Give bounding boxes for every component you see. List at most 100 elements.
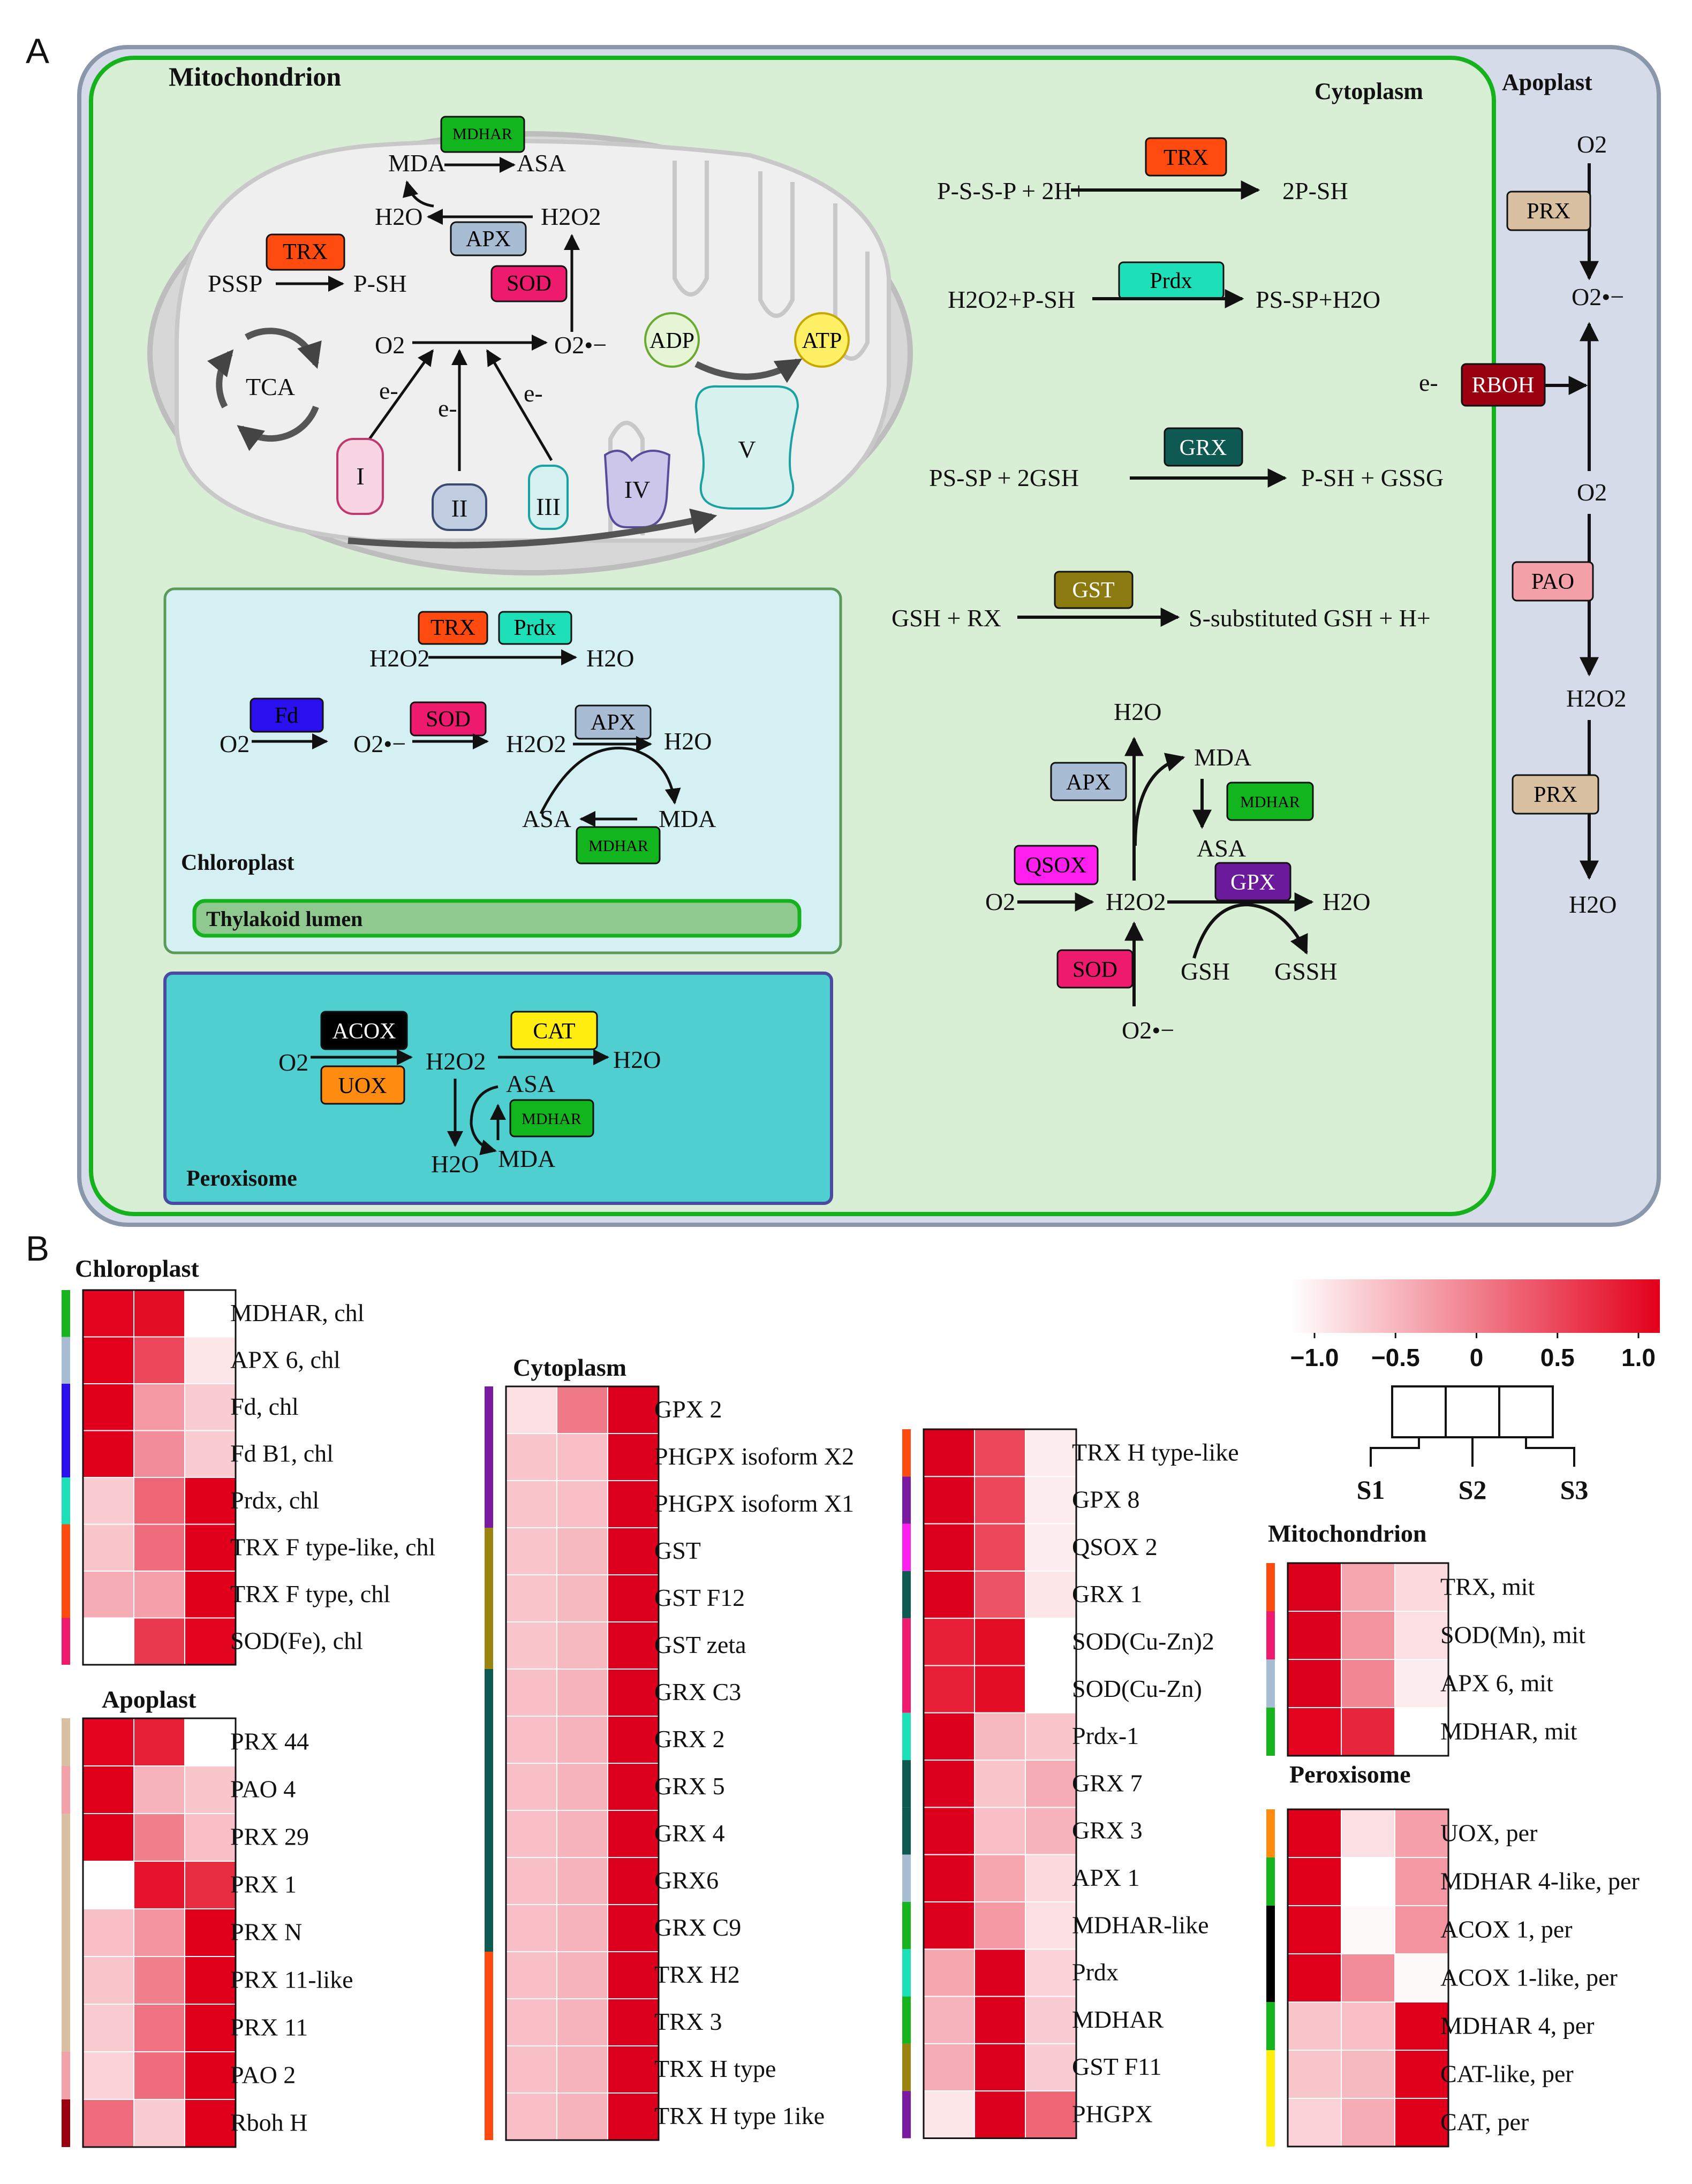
row-group-color-bar [485,1999,493,2046]
row-group-color-bar [62,1766,70,1814]
row-group-color-bar [62,1477,70,1525]
cyto-o2rad: O2•− [1122,1017,1174,1044]
heatmap-row-label: TRX, mit [1440,1573,1535,1600]
heatmap-cell [133,1765,185,1814]
heatmap-row-label: TRX H type-like [1072,1438,1239,1466]
colorbar-tick-label: 0.5 [1540,1344,1575,1371]
row-group-color-bar [485,1905,493,1952]
chl-o2: O2 [220,730,250,757]
heatmap-cell [923,1996,975,2044]
row-group-color-bar [62,2004,70,2052]
mito-trx-label: TRX [283,240,328,264]
heatmap-row-label: Fd B1, chl [230,1439,334,1467]
mito-mdhar-label: MDHAR [452,125,512,143]
heatmap-row-label: GRX 3 [1072,1817,1143,1844]
per-mdhar-label: MDHAR [522,1110,581,1128]
heatmap-cell [505,1574,557,1622]
heatmap-cell [505,1716,557,1764]
per-cat-label: CAT [533,1019,575,1044]
heatmap-row-label: GPX 2 [654,1396,722,1423]
row-group-color-bar [485,1434,493,1481]
heatmap-cell [82,1523,134,1572]
heatmap-cell [133,1617,185,1665]
row-group-color-bar [902,1665,911,1713]
row-group-color-bar [485,1952,493,1999]
cyto-gsh: GSH [1181,958,1230,985]
row-group-color-bar [902,1476,911,1524]
heatmap-cell [974,1854,1026,1902]
heatmap-row-label: QSOX 2 [1072,1533,1158,1560]
row-group-color-bar [1266,1611,1275,1659]
chl-apx-label: APX [591,710,636,735]
row-group-color-bar [485,2093,493,2140]
row-group-color-bar [1266,1954,1275,2002]
panel-a-label: A [26,31,49,71]
heatmap-row-label: ACOX 1-like, per [1440,1963,1618,1991]
heatmap-row-label: GRX 2 [654,1725,725,1753]
heatmap-row-label: PAO 2 [230,2061,296,2089]
row-group-color-bar [1266,1906,1275,1954]
cyto-asa: ASA [1197,835,1246,862]
chl-mda: MDA [659,805,716,832]
cyto-r1-right: 2P-SH [1282,177,1348,204]
heatmap-block-title: Apoplast [102,1686,197,1713]
heatmap-row-label: PHGPX isoform X1 [654,1490,854,1517]
heatmap-cell [184,1617,236,1665]
mitochondrion-title: Mitochondrion [169,62,341,92]
heatmap-row-label: GRX 7 [1072,1769,1143,1796]
heatmap-cell [505,1669,557,1717]
heatmap-cell [974,1665,1026,1713]
apo-h2o2: H2O2 [1566,685,1626,712]
heatmap-cell [556,1480,608,1528]
heatmap-cell [133,2099,185,2148]
cyto-gssh: GSSH [1274,958,1338,985]
mito-psh: P-SH [353,270,407,297]
heatmap-row-label: MDHAR 4-like, per [1440,1867,1640,1894]
cyto-h2o2: H2O2 [1106,888,1166,915]
row-group-color-bar [62,1430,70,1477]
heatmap-cell [1341,2050,1395,2099]
sample-legend: S1 S2 S3 [1357,1385,1588,1505]
heatmap-row-label: GRX C3 [654,1678,741,1705]
adp-label: ADP [649,329,694,353]
heatmap-cell [923,1760,975,1808]
heatmap-cell [82,1813,134,1862]
heatmap-cell [82,1718,134,1766]
heatmap-row-label: Fd, chl [230,1393,299,1420]
mito-e1: e- [379,377,398,404]
cyto-r4-enzyme: GST [1072,578,1114,603]
heatmap-cell [1287,1857,1342,1906]
heatmap-cell [607,1810,659,1858]
heatmap-cell [923,1854,975,1902]
chloroplast-box: Thylakoid lumen Chloroplast TRX Prdx H2O… [163,587,842,954]
cyto-r3-left: PS-SP + 2GSH [929,464,1079,491]
thylakoid-title: Thylakoid lumen [206,907,362,931]
heatmap-cell [82,1383,134,1431]
heatmap-cell [1394,1611,1449,1660]
heatmap-row-label: PRX 11 [230,2014,308,2041]
apo-o2-mid: O2 [1577,479,1607,506]
heatmap-row-label: MDHAR, chl [230,1299,364,1326]
row-group-color-bar [902,1429,911,1477]
heatmap-row-label: CAT-like, per [1440,2060,1574,2087]
cyto-mdhar-label: MDHAR [1240,793,1300,811]
heatmap-frame [1287,1562,1449,1757]
heatmap-cell [556,1810,608,1858]
row-group-color-bar [1266,2098,1275,2147]
cyto-gpx-label: GPX [1230,870,1275,895]
mito-mda: MDA [388,149,445,177]
heatmap-cell [923,1429,975,1477]
colorbar-tick-label: 1.0 [1621,1344,1656,1371]
heatmap-row-label: GST [654,1537,701,1564]
heatmap-block-title: Peroxisome [1289,1761,1411,1788]
heatmap-cell [1394,1953,1449,2003]
heatmap-cell [607,1480,659,1528]
heatmap-cell [556,1857,608,1905]
cyto-r1-left: P-S-S-P + 2H+ [937,177,1086,204]
per-acox-label: ACOX [332,1019,396,1044]
apoplast-title: Apoplast [1502,69,1592,95]
heatmap-cell [556,1763,608,1811]
